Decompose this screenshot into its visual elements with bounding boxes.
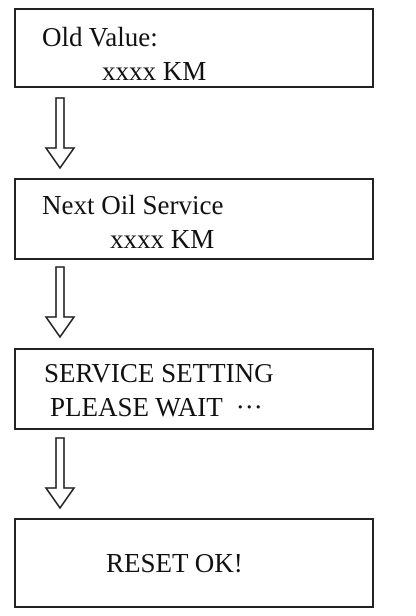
step-box-reset-ok: RESET OK! <box>14 518 374 608</box>
step-4-line-1: RESET OK! <box>106 548 243 578</box>
step-box-next-oil-service: Next Oil Service xxxx KM <box>14 178 374 260</box>
hollow-down-arrow-icon <box>44 266 76 339</box>
step-3-line-1: SERVICE SETTING <box>44 358 274 388</box>
hollow-down-arrow-icon <box>44 437 76 510</box>
step-3-line-2: PLEASE WAIT ··· <box>50 392 263 422</box>
step-box-service-setting: SERVICE SETTING PLEASE WAIT ··· <box>14 348 374 430</box>
step-box-old-value: Old Value: xxxx KM <box>14 8 374 88</box>
hollow-down-arrow-icon <box>44 97 76 170</box>
step-1-line-2: xxxx KM <box>102 56 207 86</box>
step-2-line-1: Next Oil Service <box>42 190 224 220</box>
step-1-line-1: Old Value: <box>42 22 158 52</box>
step-2-line-2: xxxx KM <box>110 224 215 254</box>
